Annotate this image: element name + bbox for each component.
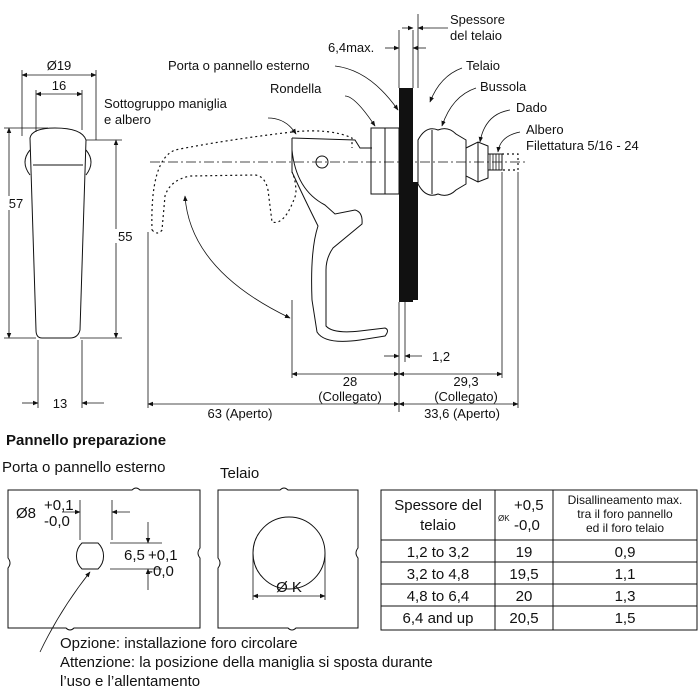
leader: [478, 109, 511, 143]
open-position-end: [291, 130, 353, 148]
washer-left-edge: [24, 149, 31, 176]
label-max-thickness: 6,4max.: [328, 40, 374, 55]
leader: [344, 95, 376, 127]
open-position-lever: [151, 171, 297, 234]
cell-misalign: 0,9: [615, 544, 636, 561]
th-thickness-1: Spessore del: [394, 497, 482, 514]
cell-misalign: 1,1: [615, 566, 636, 583]
dim-55: 55: [118, 229, 132, 244]
th-k-minus: -0,0: [514, 517, 540, 534]
label-shaft-1: Albero: [526, 122, 564, 137]
table-row: 4,8 to 6,4 20 1,3: [407, 588, 636, 605]
cell-k: 20: [516, 588, 533, 605]
dim-16: 16: [52, 78, 66, 93]
label-handle-subassembly-2: e albero: [104, 112, 151, 127]
leader: [429, 67, 463, 103]
frame-outline: [217, 487, 359, 631]
note-warning-1: Attenzione: la posizione della maniglia …: [60, 654, 433, 671]
label-shaft-2: Filettatura 5/16 - 24: [526, 138, 639, 153]
dim-57: 57: [9, 196, 23, 211]
dim-29-3: 29,3: [453, 374, 478, 389]
th-k-label: ØK: [498, 514, 510, 523]
leader: [334, 65, 399, 111]
handle-closed-top: [291, 137, 372, 149]
panel-label: Porta o pannello esterno: [2, 459, 165, 476]
dim-33-6: 33,6 (Aperto): [424, 406, 500, 421]
side-view: 1,2 28 (Collegato) 29,3 (Collegato) 63 (…: [147, 14, 525, 421]
note-option: Opzione: installazione foro circolare: [60, 635, 298, 652]
label-nut: Dado: [516, 100, 547, 115]
frame-label: Telaio: [220, 465, 259, 482]
flat-dim: 6,5: [124, 547, 145, 564]
dim-diameter-19: Ø19: [47, 58, 72, 73]
spec-table: [380, 489, 698, 631]
dim-63: 63 (Aperto): [207, 406, 272, 421]
flat-tol-minus: -0,0: [148, 563, 174, 580]
cell-thickness: 1,2 to 3,2: [407, 544, 470, 561]
hole-tol-plus: +0,1: [44, 497, 74, 514]
cell-k: 20,5: [509, 610, 538, 627]
table-border: [380, 489, 698, 631]
label-frame: Telaio: [466, 58, 500, 73]
cell-k: 19: [516, 544, 533, 561]
cell-thickness: 3,2 to 4,8: [407, 566, 470, 583]
flat-tol-plus: +0,1: [148, 547, 178, 564]
hole-tol-minus: -0,0: [44, 513, 70, 530]
shaft-thread: [489, 154, 500, 170]
label-outer-panel: Porta o pannello esterno: [168, 58, 310, 73]
front-view: Ø19 16 57 55 13: [2, 58, 138, 411]
table-row: 3,2 to 4,8 19,5 1,1: [407, 566, 636, 583]
cell-misalign: 1,5: [615, 610, 636, 627]
dim-1-2: 1,2: [432, 349, 450, 364]
shaft: [487, 153, 503, 171]
panel-hole: [76, 542, 104, 570]
label-bushing: Bussola: [480, 79, 527, 94]
leader: [496, 131, 521, 153]
label-handle-subassembly-1: Sottogruppo maniglia: [104, 96, 228, 111]
panel-outline: [7, 487, 201, 631]
cell-thickness: 6,4 and up: [403, 610, 474, 627]
bushing: [417, 128, 467, 196]
preparation-title: Pannello preparazione: [6, 432, 166, 449]
handle-front-outline: [29, 127, 87, 339]
frame-cutout: [217, 487, 359, 631]
leader: [267, 117, 297, 135]
shaft-extended: [502, 153, 519, 171]
th-misalign-1: Disallineamento max.: [568, 493, 683, 507]
cell-thickness: 4,8 to 6,4: [407, 588, 470, 605]
option-leader: [39, 571, 91, 653]
handle-closed-outline: [291, 138, 388, 342]
table-row: 6,4 and up 20,5 1,5: [403, 610, 636, 627]
note-warning-2: l’uso e l’allentamento: [60, 673, 200, 690]
cell-k: 19,5: [509, 566, 538, 583]
label-frame-thickness-2: del telaio: [450, 28, 502, 43]
label-frame-thickness-1: Spessore: [450, 12, 505, 27]
th-misalign-2: tra il foro pannello: [577, 507, 673, 521]
table-row: 1,2 to 3,2 19 0,9: [407, 544, 636, 561]
th-thickness-2: telaio: [420, 517, 456, 534]
swing-arc: [183, 195, 291, 319]
dim-13: 13: [53, 396, 67, 411]
hole-diameter: Ø8: [16, 505, 36, 522]
dim-29-3-note: (Collegato): [434, 389, 498, 404]
leader: [441, 87, 477, 127]
frame: [405, 182, 418, 300]
label-washer: Rondella: [270, 81, 322, 96]
panel-cutout: [7, 487, 201, 653]
pivot-pin: [315, 155, 329, 169]
washer-right-edge: [85, 149, 92, 176]
callout-labels: Sottogruppo maniglia e albero Porta o pa…: [104, 12, 639, 153]
dim-28: 28: [343, 374, 357, 389]
frame-hole-dim: Ø K: [276, 579, 302, 596]
th-k-plus: +0,5: [514, 497, 544, 514]
cell-misalign: 1,3: [615, 588, 636, 605]
dim-28-note: (Collegato): [318, 389, 382, 404]
th-misalign-3: ed il foro telaio: [586, 521, 664, 535]
